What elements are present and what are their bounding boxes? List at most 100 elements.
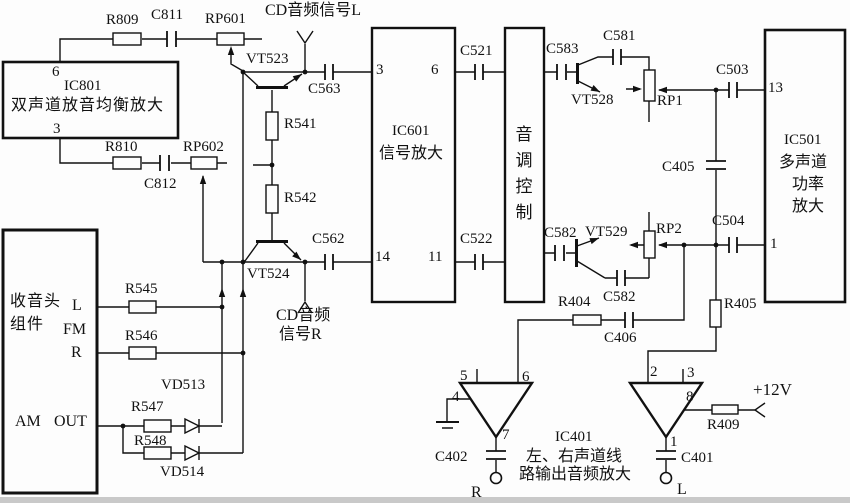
opamp-left-channel [627,381,705,440]
label-ic601-desc: 信号放大 [379,145,444,162]
cd-right-input-terminal [297,300,313,314]
label-vt529: VT529 [585,224,628,240]
resistor-r405 [709,299,722,328]
label-c522: C522 [460,231,493,247]
label-c504: C504 [712,213,745,229]
opamp-right-channel [457,381,535,440]
pin-label-radio-am: AM [15,413,41,430]
ic601-box [370,26,457,304]
pin-label-radio-r: R [71,344,82,361]
resistor-r548 [143,446,172,460]
resistor-r545 [128,300,157,314]
potentiometer-rp602 [190,156,218,170]
label-c563: C563 [308,81,341,97]
label-output-l: L [677,481,687,498]
pin-label-ic501-1: 1 [770,236,778,252]
resistor-r546 [128,346,157,360]
label-ic401-name: IC401 [555,429,593,445]
resistor-r809 [112,32,142,46]
label-c581: C581 [603,28,636,44]
pin-label-ic501-13: 13 [768,80,783,96]
label-c405: C405 [662,159,695,175]
arrowheads [199,46,667,297]
label-r548: R548 [134,433,167,449]
pin-label-opamp-r-4: 4 [452,389,460,405]
label-tone-control-desc: 音调控制 [515,125,533,222]
label-output-r: R [471,484,482,501]
pin-label-radio-l: L [72,297,82,314]
potentiometer-rp601 [216,32,245,46]
label-supply-12v: +12V [753,380,792,399]
label-r547: R547 [131,399,164,415]
pin-label-opamp-r-5: 5 [460,368,468,384]
label-r404: R404 [558,294,591,310]
junction-dots [120,69,719,429]
label-vd513: VD513 [161,377,206,393]
label-ic501-desc-1: 多声道 [779,154,828,171]
pin-label-ic601-11: 11 [428,249,443,265]
wires [59,38,765,472]
pin-label-opamp-l-1: 1 [670,434,678,450]
label-c503: C503 [716,62,749,78]
label-radio-head-1: 收音头 [10,293,62,310]
label-vd514: VD514 [160,464,205,480]
pin-label-radio-out: OUT [54,413,87,430]
pin-label-ic601-6: 6 [431,62,439,78]
label-cd-audio-signal-l: CD音频信号L [265,2,362,19]
label-r541: R541 [284,116,317,132]
opamps [457,381,705,440]
diode-vd513 [184,417,201,435]
potentiometer-rp1 [643,69,656,102]
output-terminal-l [659,471,673,485]
label-c582-top: C582 [544,225,577,241]
label-ic501-desc-3: 放大 [792,198,825,215]
label-vt528: VT528 [571,92,614,108]
pin-label-ic601-14: 14 [375,249,390,265]
pin-label-ic601-3: 3 [376,62,384,78]
label-c811: C811 [151,7,183,23]
label-vt524: VT524 [247,266,290,282]
tone-control-box [503,26,546,304]
label-c583: C583 [546,41,579,57]
label-r409: R409 [707,417,740,433]
label-rp1: RP1 [657,93,683,109]
resistor-r542 [265,184,279,214]
label-c401: C401 [681,450,714,466]
pin-label-ic801-3: 3 [53,121,61,137]
label-vt523: VT523 [246,51,289,67]
pin-label-ic801-6: 6 [52,64,60,80]
output-terminal-r [489,471,503,485]
pin-label-opamp-l-3: 3 [687,365,695,381]
label-r546: R546 [125,328,158,344]
bottom-edge-strip [0,497,850,503]
label-ic801-name: IC801 [64,78,102,94]
resistor-r409 [711,404,739,415]
label-r545: R545 [125,281,158,297]
label-cd-audio-signal-r-line2: 信号R [279,326,322,343]
label-r542: R542 [284,190,317,206]
label-rp602: RP602 [183,139,224,155]
label-r810: R810 [105,139,138,155]
label-ic801-desc: 双声道放音均衡放大 [11,97,165,114]
label-r405: R405 [724,296,757,312]
label-c582-bottom: C582 [603,289,636,305]
pin-label-opamp-l-2: 2 [650,364,658,380]
label-c402: C402 [435,449,468,465]
block-boxes [1,26,847,495]
label-ic501-desc-2: 功率 [792,176,825,193]
resistor-r541 [265,111,279,141]
resistor-r810 [112,156,142,170]
pin-label-opamp-l-8: 8 [686,389,694,405]
label-ic601-name: IC601 [392,123,430,139]
label-rp601: RP601 [205,11,246,27]
label-ic401-desc-1: 左、右声道线 [526,448,623,465]
diode-vd514 [184,444,201,462]
diodes [184,417,201,462]
capacitor-plates [159,31,738,460]
resistor-r547 [143,419,172,433]
label-c812: C812 [144,176,177,192]
label-ic401-desc-2: 路输出音频放大 [519,466,632,483]
resistor-bodies [112,32,739,460]
label-ic501-name: IC501 [784,132,822,148]
